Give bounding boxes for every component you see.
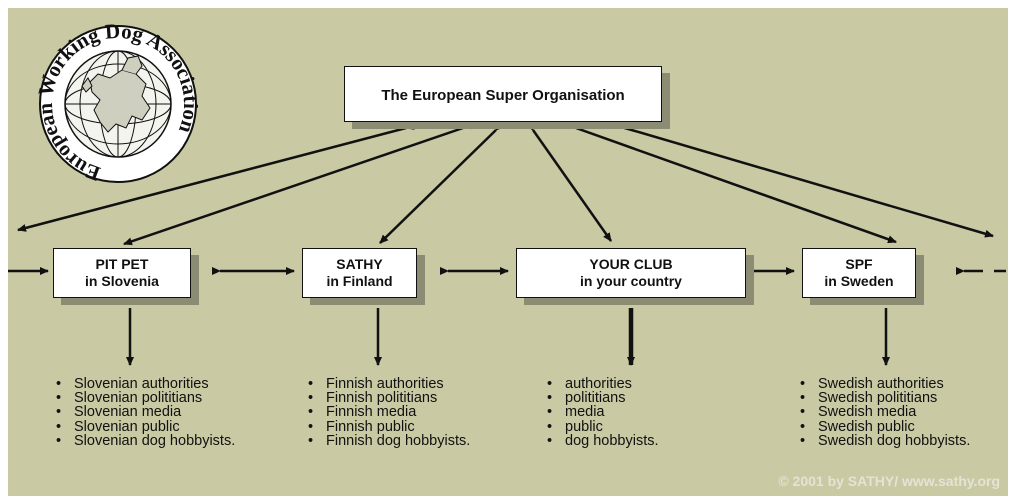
top-box-label: The European Super Organisation <box>381 87 625 104</box>
connector-arrows <box>8 119 1006 366</box>
arrow-top-to-finland <box>379 121 505 244</box>
sweden-audience-list: Swedish authorities Swedish polititians … <box>798 377 970 449</box>
club-name: SATHY <box>336 256 383 272</box>
diagram-canvas: European Working Dog Association The Eur… <box>8 8 1008 496</box>
club-box-slovenia: PIT PET in Slovenia <box>53 248 191 298</box>
list-item: Slovenian polititians <box>54 391 235 406</box>
list-item: Finnish polititians <box>306 391 470 406</box>
copyright-notice: © 2001 by SATHY/ www.sathy.org <box>778 473 1000 489</box>
list-item: public <box>545 419 659 434</box>
list-item: authorities <box>545 377 659 392</box>
european-super-organisation-box: The European Super Organisation <box>344 66 662 122</box>
list-item: Swedish polititians <box>798 391 970 406</box>
list-item: media <box>545 405 659 420</box>
club-box-sweden: SPF in Sweden <box>802 248 916 298</box>
list-item: dog hobbyists. <box>545 433 659 448</box>
club-country: in your country <box>580 273 682 289</box>
list-item: Slovenian dog hobbyists. <box>54 433 235 448</box>
list-item: Swedish authorities <box>798 377 970 392</box>
club-country: in Finland <box>326 273 393 289</box>
arrow-top-to-your-club <box>525 121 613 242</box>
list-item: Finnish media <box>306 405 470 420</box>
list-item: Finnish authorities <box>306 377 470 392</box>
club-country: in Slovenia <box>85 273 159 289</box>
club-box-finland: SATHY in Finland <box>302 248 417 298</box>
list-item: Finnish dog hobbyists. <box>306 433 470 448</box>
your-club-audience-list: authorities polititians media public dog… <box>545 377 659 449</box>
club-box-your-club: YOUR CLUB in your country <box>516 248 746 298</box>
arrow-top-to-right-edge <box>609 119 994 238</box>
list-item: Swedish media <box>798 405 970 420</box>
ewda-logo: European Working Dog Association <box>38 19 198 186</box>
finland-audience-list: Finnish authorities Finnish polititians … <box>306 377 470 449</box>
arrow-top-to-sweden <box>567 121 897 244</box>
list-item: Swedish dog hobbyists. <box>798 433 970 448</box>
list-item: Slovenian media <box>54 405 235 420</box>
list-item: Slovenian authorities <box>54 377 235 392</box>
globe-europe-map-icon <box>64 50 172 158</box>
club-name: SPF <box>845 256 873 272</box>
list-item: Swedish public <box>798 419 970 434</box>
club-name: PIT PET <box>95 256 149 272</box>
club-country: in Sweden <box>824 273 894 289</box>
list-item: Slovenian public <box>54 419 235 434</box>
slovenia-audience-list: Slovenian authorities Slovenian polititi… <box>54 377 235 449</box>
list-item: Finnish public <box>306 419 470 434</box>
list-item: polititians <box>545 391 659 406</box>
club-name: YOUR CLUB <box>589 256 673 272</box>
